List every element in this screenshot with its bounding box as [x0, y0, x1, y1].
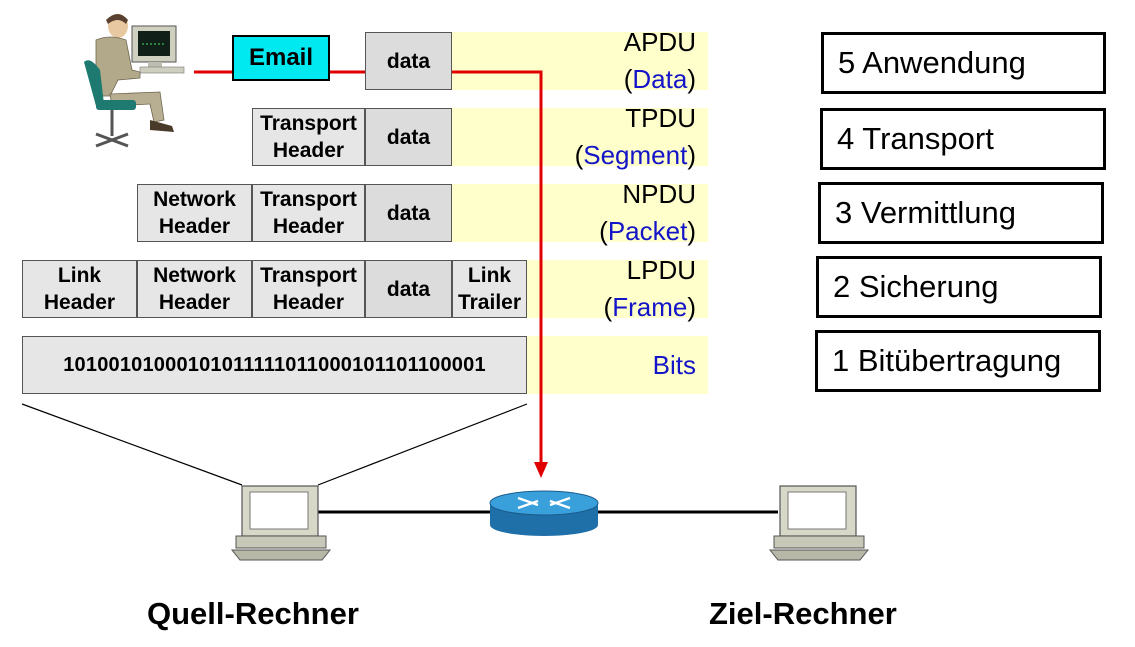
tpdu-sub-text: Segment: [583, 140, 688, 170]
lpdu-link-trailer: Link Trailer: [452, 260, 527, 318]
user-at-computer-icon: [84, 14, 185, 148]
bit-string-box: 10100101000101011111011000101101100001: [22, 336, 527, 394]
npdu-name: NPDU: [622, 179, 696, 209]
apdu-data-box: data: [365, 32, 452, 90]
npdu-data-box: data: [365, 184, 452, 242]
tpdu-data-box: data: [365, 108, 452, 166]
lpdu-name: LPDU: [626, 255, 696, 285]
layer-2-box: 2 Sicherung: [816, 256, 1102, 318]
target-computer-icon: [768, 485, 870, 561]
npdu-sub-text: Packet: [607, 216, 688, 246]
tpdu-sub: (Segment): [574, 140, 696, 170]
lpdu-label: LPDU (Frame): [496, 252, 696, 326]
lpdu-sub: (Frame): [603, 292, 696, 322]
lpdu-network-header: Network Header: [137, 260, 252, 318]
band-bits: [527, 336, 708, 394]
target-computer-caption: Ziel-Rechner: [709, 596, 897, 631]
layer-1-box: 1 Bitübertragung: [815, 330, 1101, 392]
email-box: Email: [232, 35, 330, 81]
apdu-sub: (Data): [623, 64, 696, 94]
lpdu-transport-header: Transport Header: [252, 260, 365, 318]
source-computer-icon: [230, 485, 332, 561]
apdu-sub-text: Data: [632, 64, 688, 94]
lpdu-sub-text: Frame: [612, 292, 688, 322]
apdu-name: APDU: [623, 27, 696, 57]
lpdu-link-header: Link Header: [22, 260, 137, 318]
bits-label: Bits: [496, 347, 696, 384]
tpdu-transport-header: Transport Header: [252, 108, 365, 166]
tpdu-label: TPDU (Segment): [496, 100, 696, 174]
router-icon: [489, 490, 599, 536]
band-npdu: [452, 184, 708, 242]
npdu-sub: (Packet): [599, 216, 696, 246]
tpdu-name: TPDU: [625, 103, 696, 133]
npdu-network-header: Network Header: [137, 184, 252, 242]
band-tpdu: [452, 108, 708, 166]
lpdu-data-box: data: [365, 260, 452, 318]
source-computer-caption: Quell-Rechner: [147, 596, 359, 631]
npdu-transport-header: Transport Header: [252, 184, 365, 242]
npdu-label: NPDU (Packet): [496, 176, 696, 250]
layer-3-box: 3 Vermittlung: [818, 182, 1104, 244]
layer-5-box: 5 Anwendung: [821, 32, 1106, 94]
band-apdu: [452, 32, 708, 90]
bits-sub-text: Bits: [652, 350, 696, 380]
apdu-label: APDU (Data): [496, 24, 696, 98]
layer-4-box: 4 Transport: [820, 108, 1106, 170]
band-lpdu: [527, 260, 708, 318]
